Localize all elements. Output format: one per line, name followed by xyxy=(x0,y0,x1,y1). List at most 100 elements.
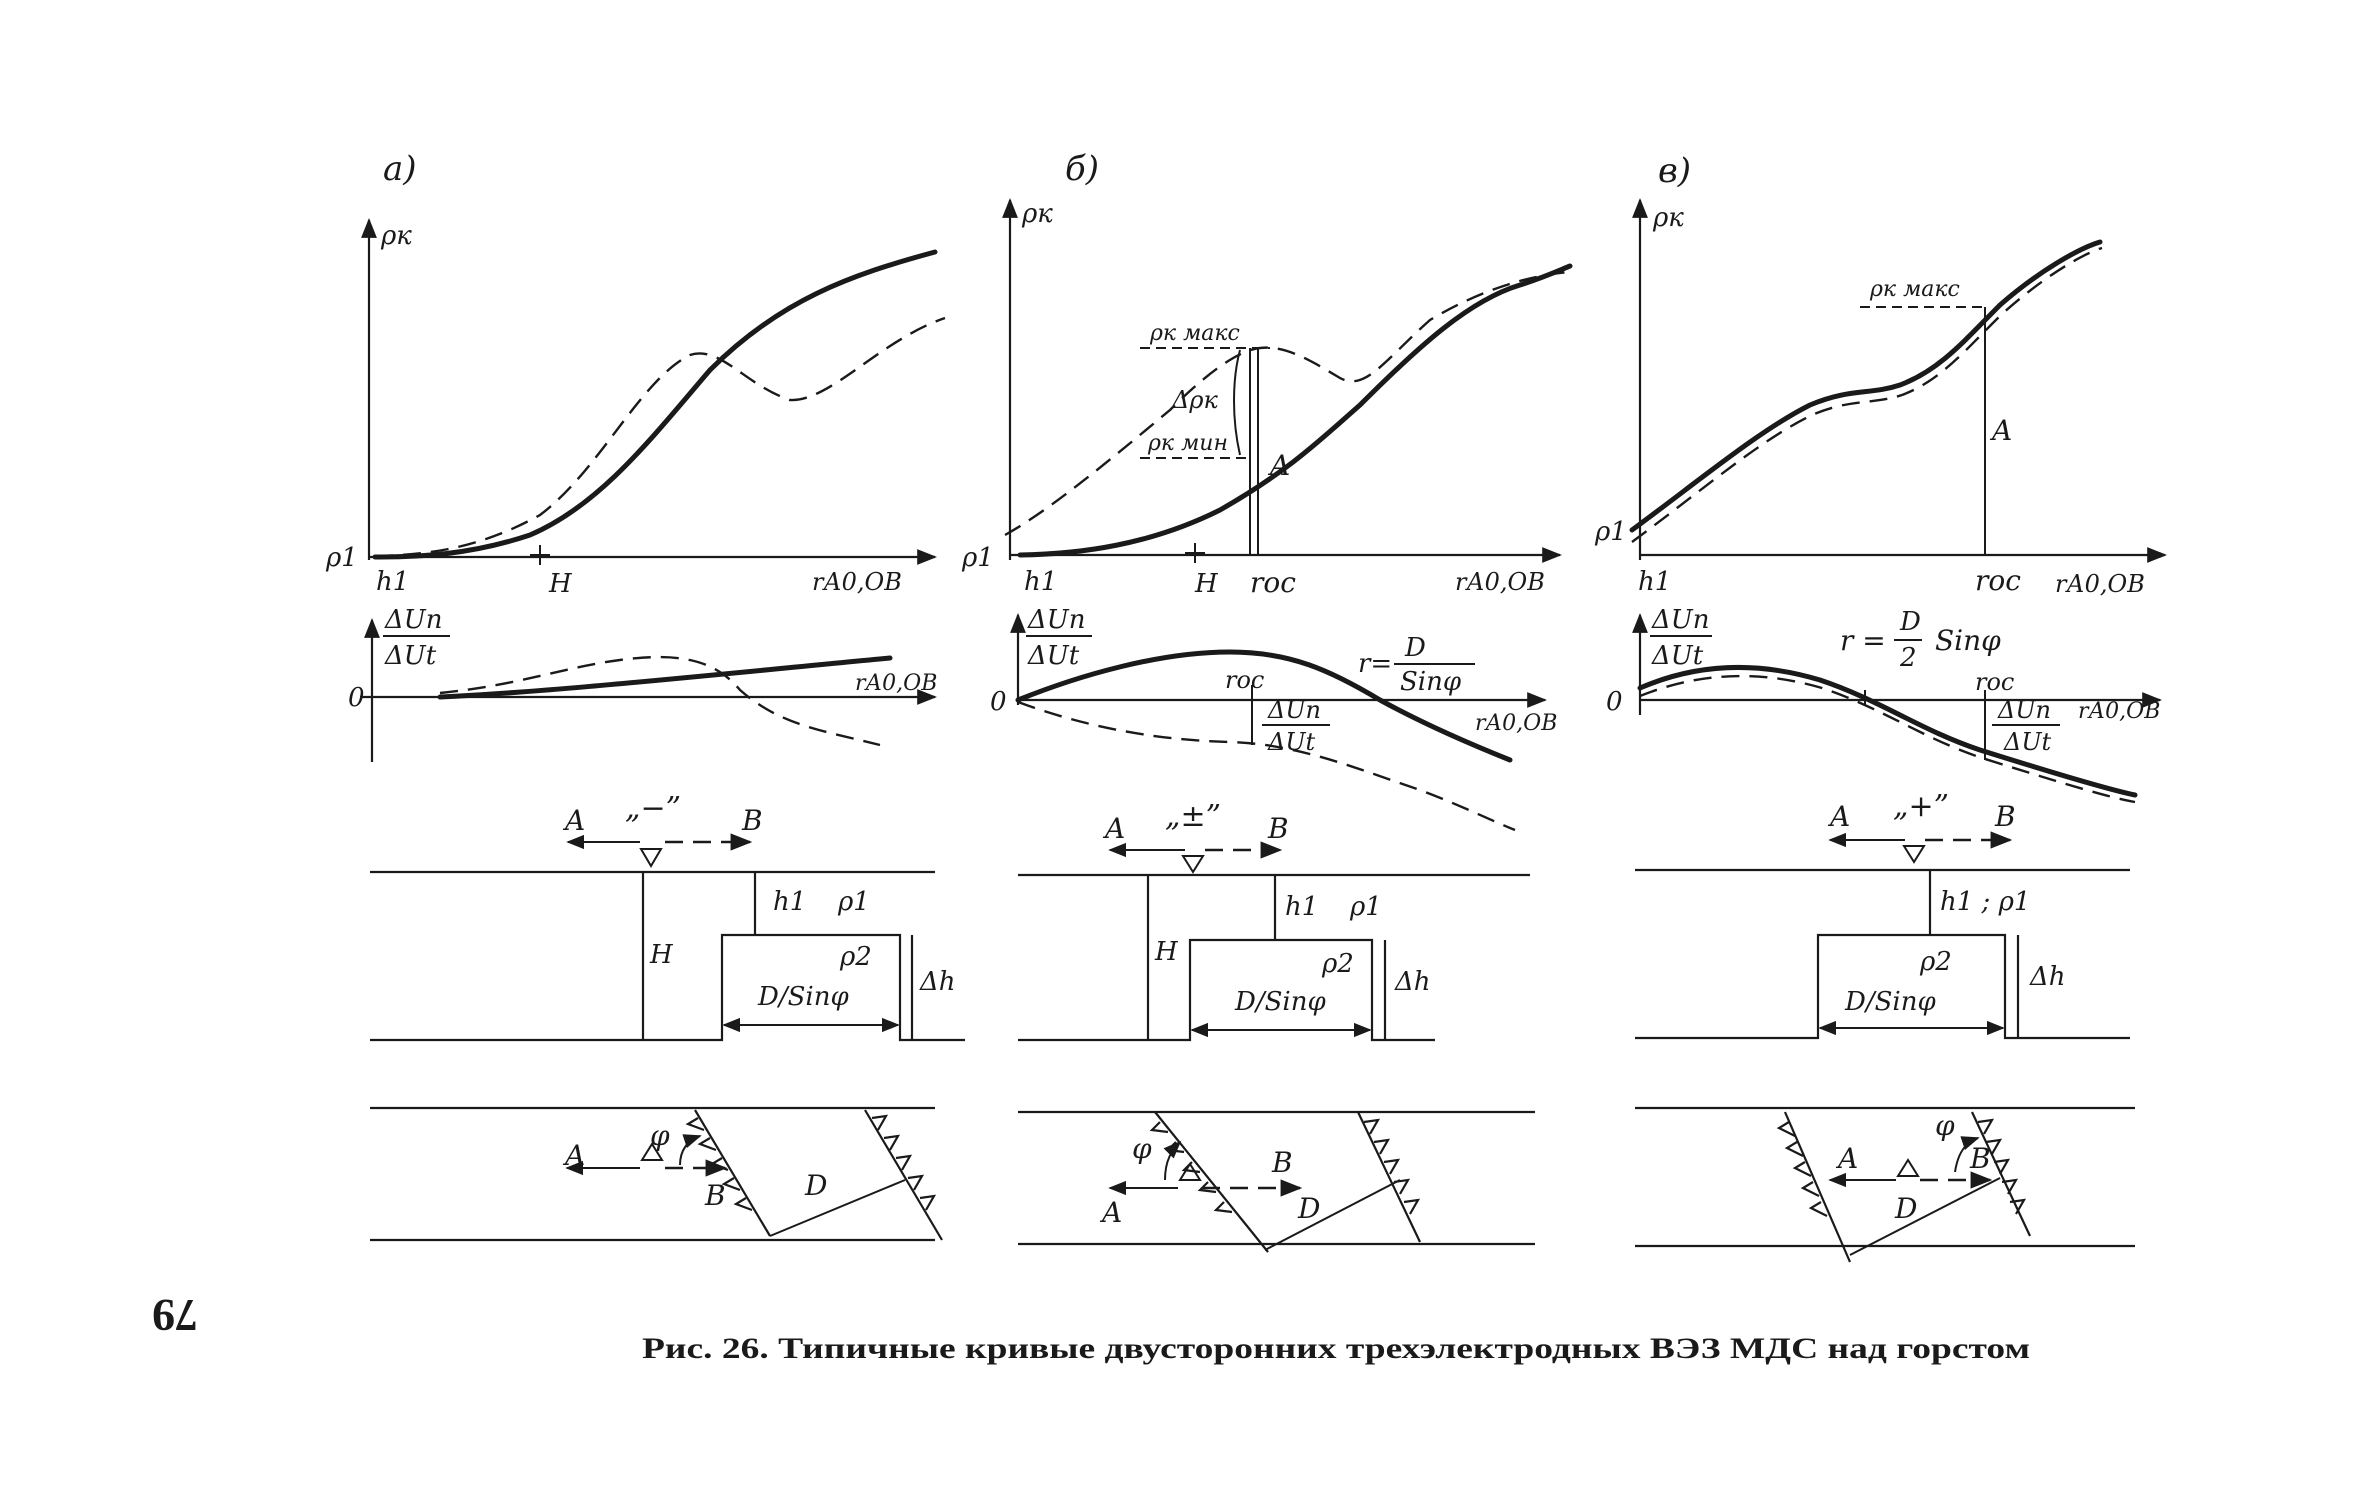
panel-b-plan: D A B φ xyxy=(1018,1110,1535,1253)
panel-b-plan-D: D xyxy=(1297,1192,1320,1225)
panel-c-rho1-label: ρ1 xyxy=(1594,517,1627,547)
panel-c-rho-chart: ρк ρ1 h1 rос rА0,ОВ ρк макс A xyxy=(1594,198,2167,598)
panel-c-D-line xyxy=(1849,1177,2001,1256)
panel-b-sect-rho1: ρ1 xyxy=(1349,892,1382,922)
panel-b-du-top: ΔUп xyxy=(1027,605,1085,635)
panel-b-delta-brace xyxy=(1233,349,1241,456)
panel-b-rho1-label: ρ1 xyxy=(961,543,994,573)
panel-a-sect-rho2: ρ2 xyxy=(839,942,872,972)
panel-b-fault-1 xyxy=(1154,1111,1269,1253)
panel-b-plan-electrode xyxy=(1178,1162,1202,1181)
panel-a-A: A xyxy=(562,804,585,837)
panel-b-A-mark: A xyxy=(1267,449,1290,482)
panel-c-plan-electrode xyxy=(1896,1158,1920,1177)
panel-c-du-roc: rос xyxy=(1975,668,2014,696)
panel-b-du-r-axis: rА0,ОВ xyxy=(1475,711,1557,736)
panel-a-rho-k-label: ρк xyxy=(380,221,412,251)
panel-c-sect-dsin: D/Sinφ xyxy=(1844,987,1936,1017)
panel-b-rho-chart: ρк ρ1 h1 H rос rА0,ОВ ρк макс ρк мин Δρк… xyxy=(961,198,1573,599)
panel-a-fault-2 xyxy=(864,1109,943,1241)
panel-c-du2-bot: ΔUt xyxy=(2003,728,2052,756)
panel-c-fault-2-hatch xyxy=(1977,1118,2027,1215)
panel-c-du2-top: ΔUп xyxy=(1997,696,2051,724)
panel-a-H-label: H xyxy=(548,569,573,599)
panel-c-du-bot: ΔUt xyxy=(1651,641,1704,671)
panel-c-sect-dh: Δh xyxy=(2029,962,2066,992)
panel-a-plan-B: B xyxy=(704,1179,726,1212)
panel-a-plan-phi: φ xyxy=(650,1119,670,1152)
panel-b-electrode-icon xyxy=(1181,855,1205,874)
panel-c-rho-max: ρк макс xyxy=(1869,277,1960,302)
panel-b-horst-block xyxy=(1018,938,1435,1042)
panel-a-du-zero: 0 xyxy=(348,683,365,713)
panel-b-phi-arc xyxy=(1163,1140,1182,1181)
panel-a-sect-rho1: ρ1 xyxy=(837,887,870,917)
panel-c-plan-D: D xyxy=(1894,1192,1917,1225)
panel-a-D-line xyxy=(769,1179,906,1237)
panel-c-du-dashed-curve xyxy=(1639,674,2136,804)
panel-c-du-top: ΔUп xyxy=(1651,605,1709,635)
panel-b-roc-label: rос xyxy=(1250,566,1296,599)
panel-b-du-solid-curve xyxy=(1015,649,1513,763)
panel-a-plan-D: D xyxy=(804,1169,827,1202)
panel-a-phi-arc xyxy=(679,1134,702,1166)
panel-c-sign: „+” xyxy=(1893,789,1949,824)
panel-a: а) ρк ρ1 h1 H rА0,ОВ ΔUп ΔUt 0 rА0,ОВ xyxy=(325,149,965,1242)
panel-c-du-zero: 0 xyxy=(1606,687,1623,717)
panel-c-plan-A: A xyxy=(1835,1142,1858,1175)
panel-c-rho-solid-curve xyxy=(1629,239,2103,533)
panel-b-rho-dashed-curve xyxy=(1004,270,1571,537)
panel-b-du-roc: rос xyxy=(1225,666,1264,694)
panel-c-r-eq-rhs: Sinφ xyxy=(1935,624,2001,657)
panel-a-horst-block xyxy=(370,933,965,1042)
panel-b-r-eq-num: D xyxy=(1404,633,1426,663)
panel-c-B: B xyxy=(1994,800,2016,833)
panel-a-du-top: ΔUп xyxy=(384,605,442,635)
figure-caption: Рис. 26. Типичные кривые двусторонних тр… xyxy=(642,1332,2030,1365)
panel-b-r-axis-label: rА0,ОВ xyxy=(1455,568,1545,596)
panel-a-B: B xyxy=(741,804,763,837)
panel-c-du-r-axis: rА0,ОВ xyxy=(2078,699,2160,724)
panel-a-fault-2-hatch xyxy=(871,1114,937,1211)
panel-b-sect-h1: h1 xyxy=(1285,892,1318,922)
panel-c-A: A xyxy=(1827,800,1850,833)
panel-b-du-bot: ΔUt xyxy=(1027,641,1080,671)
panel-b-section: A „±” B H h1 ρ1 ρ2 D/Sinφ Δh xyxy=(1018,799,1530,1042)
panel-c-plan-B: B xyxy=(1969,1142,1991,1175)
panel-c-du-solid-curve xyxy=(1637,664,2138,798)
panel-b-du-zero: 0 xyxy=(990,687,1007,717)
panel-a-h1-label: h1 xyxy=(376,567,409,597)
panel-c-horst-block xyxy=(1635,933,2130,1040)
panel-b-rho-k-label: ρк xyxy=(1021,199,1053,229)
panel-b-sign: „±” xyxy=(1165,799,1221,834)
panel-b-r-eq-den: Sinφ xyxy=(1400,667,1462,697)
panel-b-D-line xyxy=(1264,1179,1401,1251)
panel-a-du-r-axis: rА0,ОВ xyxy=(855,671,937,696)
panel-a-rho1-label: ρ1 xyxy=(325,543,358,573)
panel-a-du-chart: ΔUп ΔUt 0 rА0,ОВ xyxy=(348,605,937,762)
panel-a-electrode-icon xyxy=(639,848,663,868)
panel-c: в) ρк ρ1 h1 rос rА0,ОВ ρк макс A ΔUп ΔUt… xyxy=(1594,151,2167,1263)
panel-a-sect-h1: h1 xyxy=(773,887,806,917)
panel-b-rho-min: ρк мин xyxy=(1147,431,1228,456)
panel-c-roc-label: rос xyxy=(1975,564,2021,597)
panel-a-rho-chart: ρк ρ1 h1 H rА0,ОВ xyxy=(325,218,946,599)
panel-c-r-axis-label: rА0,ОВ xyxy=(2055,570,2145,598)
panel-a-plan-electrode xyxy=(640,1142,664,1161)
panel-b-A: A xyxy=(1102,812,1125,845)
panel-a-du-solid-curve xyxy=(437,655,893,700)
panel-c-du-chart: ΔUп ΔUt 0 r = D 2 Sinφ rос rА0,ОВ ΔUп ΔU… xyxy=(1606,605,2162,804)
panel-b-sect-H: H xyxy=(1154,937,1179,967)
panel-a-rho-solid-curve xyxy=(372,249,938,560)
panel-b-H-label: H xyxy=(1194,569,1219,599)
panel-b-du-chart: ΔUп ΔUt 0 rос r= D Sinφ rА0,ОВ ΔUп ΔUt xyxy=(990,605,1557,832)
panel-c-rho-k-label: ρк xyxy=(1652,203,1684,233)
panel-c-section: A „+” B h1 ; ρ1 ρ2 D/Sinφ Δh xyxy=(1635,789,2130,1040)
panel-c-r-eq-lhs: r = xyxy=(1840,624,1886,657)
panel-b-h1-label: h1 xyxy=(1024,567,1057,597)
panel-c-electrode-icon xyxy=(1902,845,1926,864)
panel-b-plan-phi: φ xyxy=(1132,1132,1152,1165)
panel-b-B: B xyxy=(1267,812,1289,845)
panel-a-sect-dh: Δh xyxy=(919,967,956,997)
